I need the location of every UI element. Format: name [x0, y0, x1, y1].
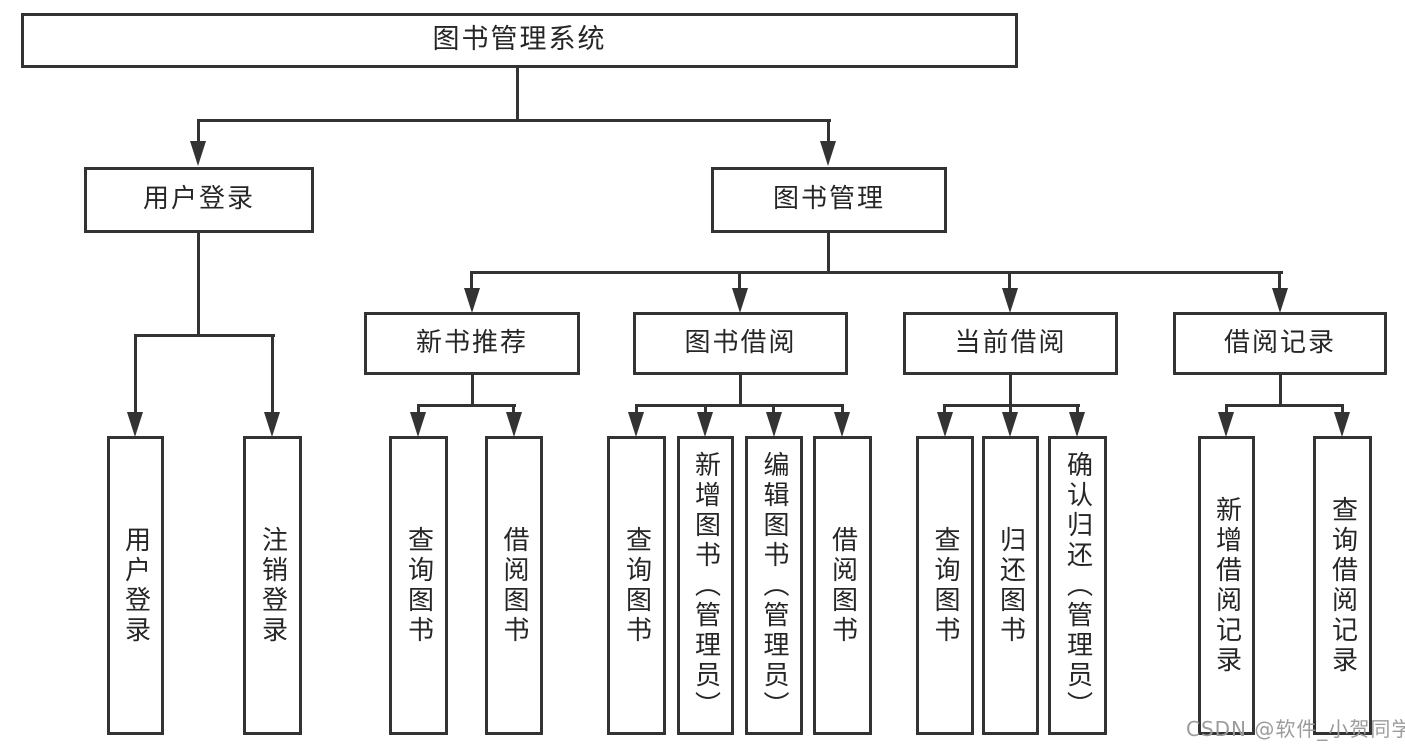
connector-userlogin-stem: [197, 233, 200, 337]
leaf-borrow-add-admin: 新增图书（管理员）: [677, 436, 734, 735]
connector-drop-book-borrow: [738, 271, 741, 291]
connector-borrowrecords-stem: [1279, 375, 1282, 407]
connector-drop-leaf-login: [134, 334, 137, 414]
connector-bookborrow-stem: [739, 375, 742, 407]
arrowhead-bb-borrow: [834, 412, 850, 437]
leaf-borrow-query: 查询图书: [607, 436, 666, 735]
connector-drop-cb-query: [943, 404, 946, 415]
arrowhead-book-mgmt: [820, 141, 836, 166]
leaf-current-confirm-admin: 确认归还（管理员）: [1048, 436, 1107, 735]
arrowhead-cb-confirm: [1069, 412, 1085, 437]
leaf-logout: 注销登录: [243, 436, 302, 735]
connector-userlogin-bar: [134, 334, 275, 337]
arrowhead-cb-query: [937, 412, 953, 437]
connector-drop-bb-edit: [772, 404, 775, 415]
connector-root-stem: [516, 68, 519, 122]
arrowhead-leaf-login: [127, 412, 143, 437]
connector-drop-current-borrow: [1008, 271, 1011, 291]
leaf-records-add: 新增借阅记录: [1198, 436, 1255, 735]
connector-drop-br-query: [1341, 404, 1344, 415]
connector-bookmgmt-stem: [827, 233, 830, 274]
arrowhead-borrow-records: [1272, 288, 1288, 313]
arrowhead-book-borrow: [732, 288, 748, 313]
node-new-books: 新书推荐: [364, 312, 580, 375]
connector-newbooks-stem: [471, 375, 474, 407]
connector-drop-leaf-logout: [271, 334, 274, 414]
arrowhead-nb-query: [410, 412, 426, 437]
leaf-borrow-borrow: 借阅图书: [813, 436, 872, 735]
node-system-root: 图书管理系统: [21, 13, 1018, 68]
connector-drop-bb-borrow: [841, 404, 844, 415]
node-book-mgmt: 图书管理: [711, 167, 947, 233]
leaf-newbooks-query: 查询图书: [389, 436, 448, 735]
arrowhead-bb-query: [628, 412, 644, 437]
leaf-current-query: 查询图书: [916, 436, 974, 735]
arrowhead-leaf-logout: [264, 412, 280, 437]
connector-bookmgmt-bar: [471, 271, 1283, 274]
arrowhead-br-add: [1218, 412, 1234, 437]
connector-newbooks-bar: [417, 404, 516, 407]
node-borrow-records: 借阅记录: [1173, 312, 1387, 375]
arrowhead-current-borrow: [1002, 288, 1018, 313]
arrowhead-bb-add: [697, 412, 713, 437]
connector-drop-nb-query: [417, 404, 420, 415]
leaf-records-query: 查询借阅记录: [1313, 436, 1372, 735]
connector-drop-borrow-records: [1278, 271, 1281, 291]
arrowhead-br-query: [1334, 412, 1350, 437]
connector-drop-bb-query: [635, 404, 638, 415]
node-book-borrow: 图书借阅: [633, 312, 848, 375]
leaf-newbooks-borrow: 借阅图书: [485, 436, 543, 735]
node-user-login: 用户登录: [84, 167, 314, 233]
connector-drop-bb-add: [704, 404, 707, 415]
connector-drop-nb-borrow: [512, 404, 515, 415]
arrowhead-nb-borrow: [506, 412, 522, 437]
leaf-current-return: 归还图书: [982, 436, 1039, 735]
arrowhead-new-books: [464, 288, 480, 313]
connector-currentborrow-stem: [1009, 375, 1012, 407]
arrowhead-user-login: [190, 141, 206, 166]
connector-bookborrow-bar: [635, 404, 844, 407]
leaf-borrow-edit-admin: 编辑图书（管理员）: [745, 436, 803, 735]
connector-drop-br-add: [1225, 404, 1228, 415]
node-current-borrow: 当前借阅: [903, 312, 1118, 375]
connector-root-drop-left: [197, 119, 200, 143]
connector-root-drop-right: [827, 119, 830, 143]
arrowhead-bb-edit: [766, 412, 782, 437]
connector-drop-new-books: [470, 271, 473, 291]
csdn-watermark: CSDN @软件_小贺同学: [1186, 717, 1405, 741]
leaf-user-login: 用户登录: [107, 436, 164, 735]
connector-borrowrecords-bar: [1225, 404, 1344, 407]
connector-drop-cb-confirm: [1076, 404, 1079, 415]
arrowhead-cb-return: [1002, 412, 1018, 437]
connector-drop-cb-return: [1009, 404, 1012, 415]
connector-root-bar: [197, 119, 831, 122]
